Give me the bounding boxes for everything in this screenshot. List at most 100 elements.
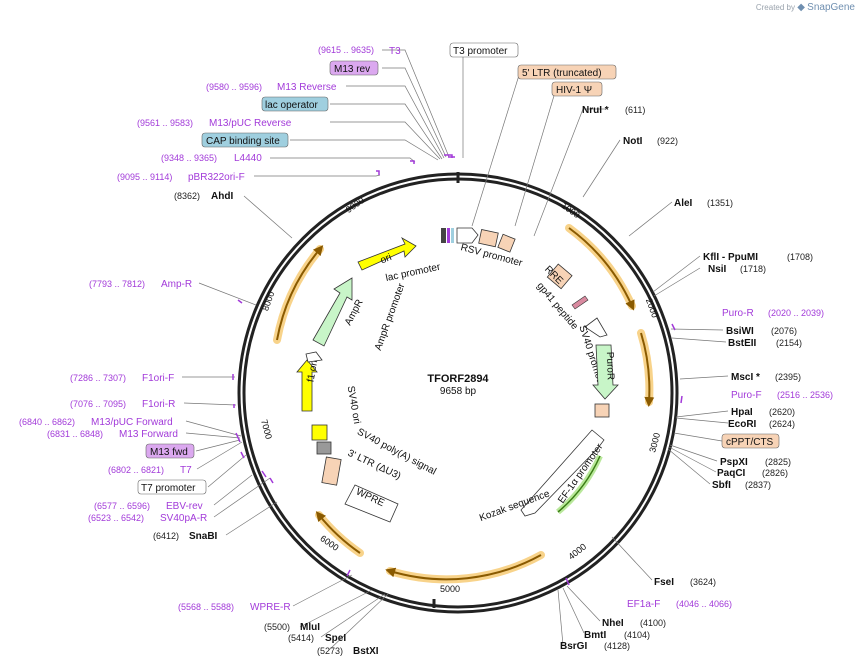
primer-t3: T3 xyxy=(389,46,401,57)
enzyme-pos-nhei: (4100) xyxy=(640,618,666,628)
enzyme-nrui: NruI * xyxy=(582,105,609,116)
enzyme-pos-spei: (5414) xyxy=(288,633,314,643)
gp41-block xyxy=(571,295,589,310)
box-m13-fwd: M13 fwd xyxy=(150,447,188,458)
enzyme-pos-noti: (922) xyxy=(657,136,678,146)
tick-9000: 9000 xyxy=(344,195,366,215)
plasmid-size: 9658 bp xyxy=(440,386,477,397)
feature-ampr: AmpR xyxy=(343,298,366,328)
t3-promoter-arrow xyxy=(456,227,479,244)
primer-pos-m13-forward: (6831 .. 6848) xyxy=(47,429,103,439)
primer-pos-f1ori-f: (7286 .. 7307) xyxy=(70,373,126,383)
enzyme-paqci: PaqCI xyxy=(717,468,746,479)
enzyme-pos-nrui: (611) xyxy=(625,105,645,115)
primer-pbr322ori-f: pBR322ori-F xyxy=(188,172,245,183)
enzyme-sbfi: SbfI xyxy=(712,480,731,491)
enzyme-bsrgi: BsrGI xyxy=(560,641,587,652)
primer-f1ori-r: F1ori-R xyxy=(142,399,175,410)
primer-pos-m13puc-forward: (6840 .. 6862) xyxy=(19,417,75,427)
enzyme-mlui: MluI xyxy=(300,622,320,633)
enzyme-pos-alei: (1351) xyxy=(707,198,733,208)
primer-ef1a-f: EF1a-F xyxy=(627,599,660,610)
watermark-brand: SnapGene xyxy=(807,2,855,13)
sv40-promoter-arrow xyxy=(584,317,608,338)
primer-pos-t3: (9615 .. 9635) xyxy=(318,45,374,55)
feature-ampr-promoter: AmpR promoter xyxy=(373,281,408,352)
box-lac-operator: lac operator xyxy=(265,100,318,111)
primer-pos-f1ori-r: (7076 .. 7095) xyxy=(70,399,126,409)
primer-l4440: L4440 xyxy=(234,153,262,164)
enzyme-pos-ahdi: (8362) xyxy=(174,191,200,201)
box-m13-rev: M13 rev xyxy=(334,64,370,75)
cppt-block xyxy=(594,403,610,418)
enzyme-pos-mlui: (5500) xyxy=(264,622,290,632)
enzyme-pos-kfli-ppumi: (1708) xyxy=(787,252,813,262)
enzyme-ahdi: AhdI xyxy=(211,191,233,202)
feature-f1-ori: f1 ori xyxy=(306,359,321,383)
enzyme-pos-ecori: (2624) xyxy=(769,419,795,429)
box-5ltr-truncated: 5' LTR (truncated) xyxy=(522,68,602,79)
ori-arrow xyxy=(357,236,417,271)
enzyme-bsiwi: BsiWI xyxy=(726,326,754,337)
primer-pos-ebv-rev: (6577 .. 6596) xyxy=(94,501,150,511)
primer-amp-r: Amp-R xyxy=(161,279,192,290)
leader-lines xyxy=(182,49,729,651)
ampr-arrow xyxy=(312,277,353,347)
watermark-created-by: Created by xyxy=(755,3,795,12)
enzyme-nhei: NheI xyxy=(602,618,624,629)
primer-m13puc-forward: M13/pUC Forward xyxy=(91,417,173,428)
enzyme-spei: SpeI xyxy=(325,633,346,644)
primer-labels: (9615 .. 9635) T3 (9580 .. 9596) M13 Rev… xyxy=(19,45,833,613)
enzyme-pos-msci: (2395) xyxy=(775,372,801,382)
primer-pos-m13-reverse: (9580 .. 9596) xyxy=(206,82,262,92)
enzyme-msci: MscI * xyxy=(731,372,760,383)
tick-3000: 3000 xyxy=(647,432,662,454)
enzyme-hpai: HpaI xyxy=(731,407,753,418)
primer-wpre-r: WPRE-R xyxy=(250,602,291,613)
box-cap-binding-site: CAP binding site xyxy=(206,136,280,147)
enzyme-kfli-ppumi: KflI - PpuMI xyxy=(703,252,758,263)
sv40-polya-block xyxy=(316,441,332,455)
box-t7-promoter: T7 promoter xyxy=(141,483,196,494)
primer-m13-forward: M13 Forward xyxy=(119,429,178,440)
enzyme-pos-fsei: (3624) xyxy=(690,577,716,587)
lac-operator-block xyxy=(441,228,446,243)
primer-pos-amp-r: (7793 .. 7812) xyxy=(89,279,145,289)
wpre-block xyxy=(344,484,399,523)
enzyme-pos-sbfi: (2837) xyxy=(745,480,771,490)
snapgene-logo-icon: ◆ xyxy=(797,2,805,13)
ampr-promoter-arrow xyxy=(305,351,323,363)
primer-pos-puro-r: (2020 .. 2039) xyxy=(768,308,824,318)
enzyme-pos-snabi: (6412) xyxy=(153,531,179,541)
primer-pos-ef1a-f: (4046 .. 4066) xyxy=(676,599,732,609)
enzyme-labels: NruI * (611) NotI (922) AleI (1351) KflI… xyxy=(153,105,813,657)
enzyme-noti: NotI xyxy=(623,136,643,147)
enzyme-pos-bsiwi: (2076) xyxy=(771,326,797,336)
enzyme-alei: AleI xyxy=(674,198,693,209)
primer-puro-f: Puro-F xyxy=(731,390,762,401)
sv40-ori-block xyxy=(311,424,328,441)
box-cppt-cts: cPPT/CTS xyxy=(726,437,774,448)
enzyme-ecori: EcoRI xyxy=(728,419,757,430)
primer-markers xyxy=(232,154,683,586)
feature-ori: ori xyxy=(379,252,393,266)
f1-ori-arrow xyxy=(296,359,318,412)
enzyme-pos-pspxi: (2825) xyxy=(765,457,791,467)
enzyme-nsii: NsiI xyxy=(708,264,727,275)
enzyme-snabi: SnaBI xyxy=(189,531,218,542)
feature-sv40-ori: SV40 ori xyxy=(345,385,362,425)
m13-rev-block xyxy=(447,228,450,243)
primer-m13-reverse: M13 Reverse xyxy=(277,82,337,93)
primer-pos-puro-f: (2516 .. 2536) xyxy=(777,390,833,400)
ef1a-promoter-arrow xyxy=(520,429,605,517)
boxed-labels: M13 rev lac operator CAP binding site M1… xyxy=(137,42,780,495)
ltr-block xyxy=(478,229,499,248)
tick-4000: 4000 xyxy=(566,541,588,561)
orf-arcs xyxy=(273,224,655,584)
primer-pos-t7: (6802 .. 6821) xyxy=(108,465,164,475)
enzyme-pos-bmti: (4104) xyxy=(624,630,650,640)
snapgene-watermark: Created by ◆ SnapGene xyxy=(756,2,855,13)
primer-puro-r: Puro-R xyxy=(722,308,754,319)
box-t3-promoter: T3 promoter xyxy=(453,46,508,57)
